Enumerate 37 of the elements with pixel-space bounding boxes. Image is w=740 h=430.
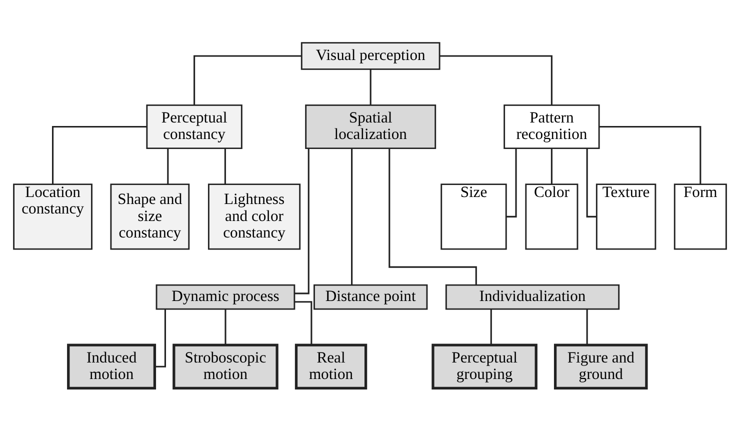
node-box: Figure and ground <box>554 343 648 390</box>
connector <box>351 148 353 284</box>
node-box: Pattern recognition <box>504 104 600 149</box>
node-box: Perceptual grouping <box>432 343 538 390</box>
connector <box>224 148 226 184</box>
connector <box>52 125 147 184</box>
node-box: Real motion <box>294 343 368 390</box>
connector <box>370 68 372 105</box>
node-box: Dynamic process <box>156 284 296 310</box>
node-box: Form <box>674 183 727 250</box>
node-box: Texture <box>596 183 656 250</box>
node-box: Spatial localization <box>305 104 436 149</box>
connector <box>506 148 517 217</box>
node-box: Stroboscopic motion <box>172 343 278 390</box>
node-box: Shape and size constancy <box>110 183 190 250</box>
node-box: Perceptual constancy <box>146 104 242 149</box>
node-box: Individualization <box>445 284 620 310</box>
connector <box>224 308 226 344</box>
node-box: Distance point <box>314 284 428 310</box>
connector <box>294 148 310 294</box>
node-box: Size <box>440 183 507 250</box>
connector <box>490 308 492 344</box>
node-box: Induced motion <box>67 343 156 390</box>
node-box: Visual perception <box>300 42 440 70</box>
connector <box>194 54 302 105</box>
connector <box>440 54 552 105</box>
node-box: Location constancy <box>13 183 92 250</box>
connector <box>550 148 552 184</box>
connector <box>599 125 702 184</box>
connector <box>586 308 588 344</box>
node-box: Lightness and color constancy <box>208 183 301 250</box>
connector <box>388 148 477 284</box>
connector <box>154 308 166 367</box>
connector <box>294 300 312 344</box>
node-box: Color <box>525 183 578 250</box>
connector <box>586 148 597 217</box>
connector <box>167 148 169 184</box>
